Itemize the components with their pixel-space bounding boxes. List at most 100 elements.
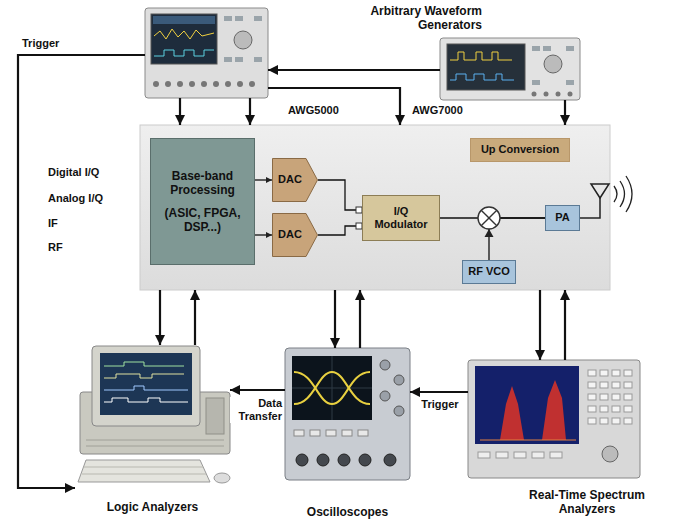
- block-label: I/Q Modulator: [370, 205, 432, 231]
- dac-outline: [273, 159, 318, 202]
- edge-label: Data Transfer: [230, 397, 282, 423]
- spectrum-analyzer-picture: [475, 366, 579, 444]
- connection-arrow: [564, 290, 566, 360]
- spectrum-analyzer-picture: [514, 452, 526, 458]
- spectrum-analyzer-picture: [588, 370, 596, 376]
- awg5000-picture: [154, 29, 214, 39]
- oscilloscope-picture: [338, 454, 350, 466]
- awg5000-picture: [235, 57, 243, 62]
- input-type-label: Analog I/Q: [48, 192, 133, 205]
- block-label: Base-band Processing: [159, 169, 247, 198]
- text-slot: Digital I/Q: [48, 166, 133, 179]
- instrument-label: AWG5000: [288, 104, 358, 117]
- oscilloscope-picture: [285, 348, 410, 480]
- dac-block: DAC: [272, 158, 318, 202]
- power-amplifier-block: PA: [545, 205, 580, 231]
- spectrum-analyzer-picture: [612, 394, 620, 400]
- antenna-symbol: [580, 176, 632, 218]
- antenna-symbol: [620, 181, 625, 207]
- logic-analyzer-picture: [104, 398, 188, 402]
- text-slot: PA: [555, 211, 569, 224]
- edge-label: Trigger: [414, 398, 466, 411]
- spectrum-analyzer-picture: [612, 418, 620, 424]
- spectrum-analyzer-picture: [612, 382, 620, 388]
- antenna-symbol: [614, 186, 617, 202]
- edge-label-holder: Trigger: [22, 37, 72, 50]
- spectrum-analyzer-picture: [600, 418, 608, 424]
- spectrum-analyzer-instrument: Real-Time Spectrum Analyzers: [468, 360, 640, 478]
- block-label: Up Conversion: [481, 143, 559, 156]
- spectrum-analyzer-picture: [468, 360, 640, 478]
- input-type-label: IF: [48, 217, 133, 230]
- oscilloscope-picture: [342, 430, 352, 436]
- spectrum-analyzer-picture: [624, 370, 632, 376]
- heading-holder: Arbitrary Waveform Generators: [330, 4, 482, 33]
- oscilloscope-picture: [326, 430, 336, 436]
- iq-modulator-block: I/Q Modulator: [362, 195, 440, 241]
- spectrum-analyzer-picture: [480, 440, 576, 441]
- connection-arrow: [268, 88, 400, 125]
- text-slot: AWG5000: [288, 104, 358, 117]
- awg5000-instrument: AWG5000: [145, 8, 268, 98]
- awg5000-picture: [151, 14, 217, 64]
- spectrum-analyzer-picture: [600, 382, 608, 388]
- instrument-label: Logic Analyzers: [75, 500, 230, 514]
- text-slot: AWG7000: [412, 104, 482, 117]
- oscilloscope-picture: [292, 356, 372, 420]
- vco-arrowhead: [485, 229, 494, 237]
- oscilloscope-picture: [380, 360, 390, 370]
- logic-analyzer-picture: [84, 467, 203, 468]
- instrument-label: Real-Time Spectrum Analyzers: [525, 488, 649, 517]
- spectrum-analyzer-picture: [624, 394, 632, 400]
- oscilloscope-picture: [332, 356, 333, 420]
- oscilloscope-picture: [358, 430, 368, 436]
- logic-analyzer-picture: [104, 374, 184, 378]
- rf-vco-block: RF VCO: [462, 260, 516, 284]
- group-heading: Arbitrary Waveform Generators: [330, 4, 482, 33]
- text-slot: Up Conversion: [481, 143, 559, 156]
- spectrum-analyzer-picture: [624, 382, 632, 388]
- oscilloscope-picture: [384, 454, 396, 466]
- text-slot: RF VCO: [468, 265, 510, 278]
- spectrum-analyzer-picture: [588, 418, 596, 424]
- connection-arrow: [159, 290, 161, 345]
- oscilloscope-picture: [359, 454, 371, 466]
- awg5000-picture: [145, 8, 268, 98]
- text-slot: Oscilloscopes: [275, 505, 420, 519]
- logic-analyzer-picture: [104, 386, 188, 390]
- spectrum-analyzer-picture: [588, 406, 596, 412]
- awg5000-picture: [254, 57, 262, 62]
- spectrum-analyzer-picture: [550, 452, 562, 458]
- oscilloscope-instrument: Oscilloscopes: [285, 348, 410, 480]
- mixer-symbol: [481, 210, 497, 226]
- awg7000-picture: [450, 74, 514, 80]
- awg7000-picture: [566, 46, 574, 51]
- mixer-symbol: [478, 207, 500, 229]
- instrument-label: AWG7000: [412, 104, 482, 117]
- text-slot: RF: [48, 241, 133, 254]
- edge-label-holder: Data Transfer: [230, 397, 282, 423]
- spectrum-analyzer-picture: [600, 394, 608, 400]
- awg7000-picture: [450, 52, 512, 60]
- logic-analyzer-picture: [78, 460, 210, 482]
- awg5000-picture: [153, 81, 159, 87]
- awg5000-picture: [234, 31, 252, 49]
- text-slot: DAC: [278, 173, 302, 186]
- signal-wire: [255, 234, 272, 235]
- oscilloscope-picture: [285, 348, 410, 480]
- text-slot: Real-Time Spectrum Analyzers: [525, 488, 649, 517]
- logic-analyzer-picture: [92, 346, 200, 426]
- awg5000-picture: [189, 81, 195, 87]
- oscilloscope-picture: [294, 430, 304, 436]
- awg5000-picture: [145, 8, 268, 98]
- awg5000-picture: [224, 57, 232, 62]
- block-label: DAC: [278, 173, 302, 186]
- connection-arrow: [334, 290, 336, 348]
- connection-arrow: [230, 389, 285, 391]
- oscilloscope-picture: [394, 375, 404, 385]
- signal-wire: [255, 179, 272, 180]
